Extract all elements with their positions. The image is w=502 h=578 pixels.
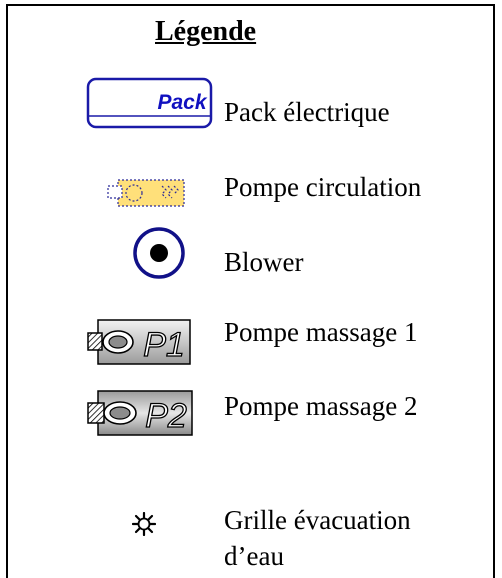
legend-frame <box>6 4 495 578</box>
pack-icon: Pack <box>86 77 213 129</box>
legend-title: Légende <box>155 16 257 47</box>
massage-pump-1-icon: P1 <box>87 319 191 365</box>
pack-icon-text: Pack <box>157 91 207 114</box>
circulation-pump-icon <box>107 179 185 207</box>
label-grille-evacuation: Grille évacuation d’eau <box>224 505 411 571</box>
massage-pump-1-text: P1 <box>143 326 185 364</box>
label-pack-electrique: Pack électrique <box>224 97 390 127</box>
label-pompe-massage-2: Pompe massage 2 <box>224 391 418 421</box>
label-pompe-circulation: Pompe circulation <box>224 172 422 202</box>
massage-pump-2-text: P2 <box>145 397 187 435</box>
label-pompe-massage-1: Pompe massage 1 <box>224 317 418 347</box>
label-blower: Blower <box>224 247 304 277</box>
massage-pump-2-icon: P2 <box>87 390 193 436</box>
drain-grille-icon <box>132 512 156 536</box>
blower-icon <box>133 227 185 279</box>
